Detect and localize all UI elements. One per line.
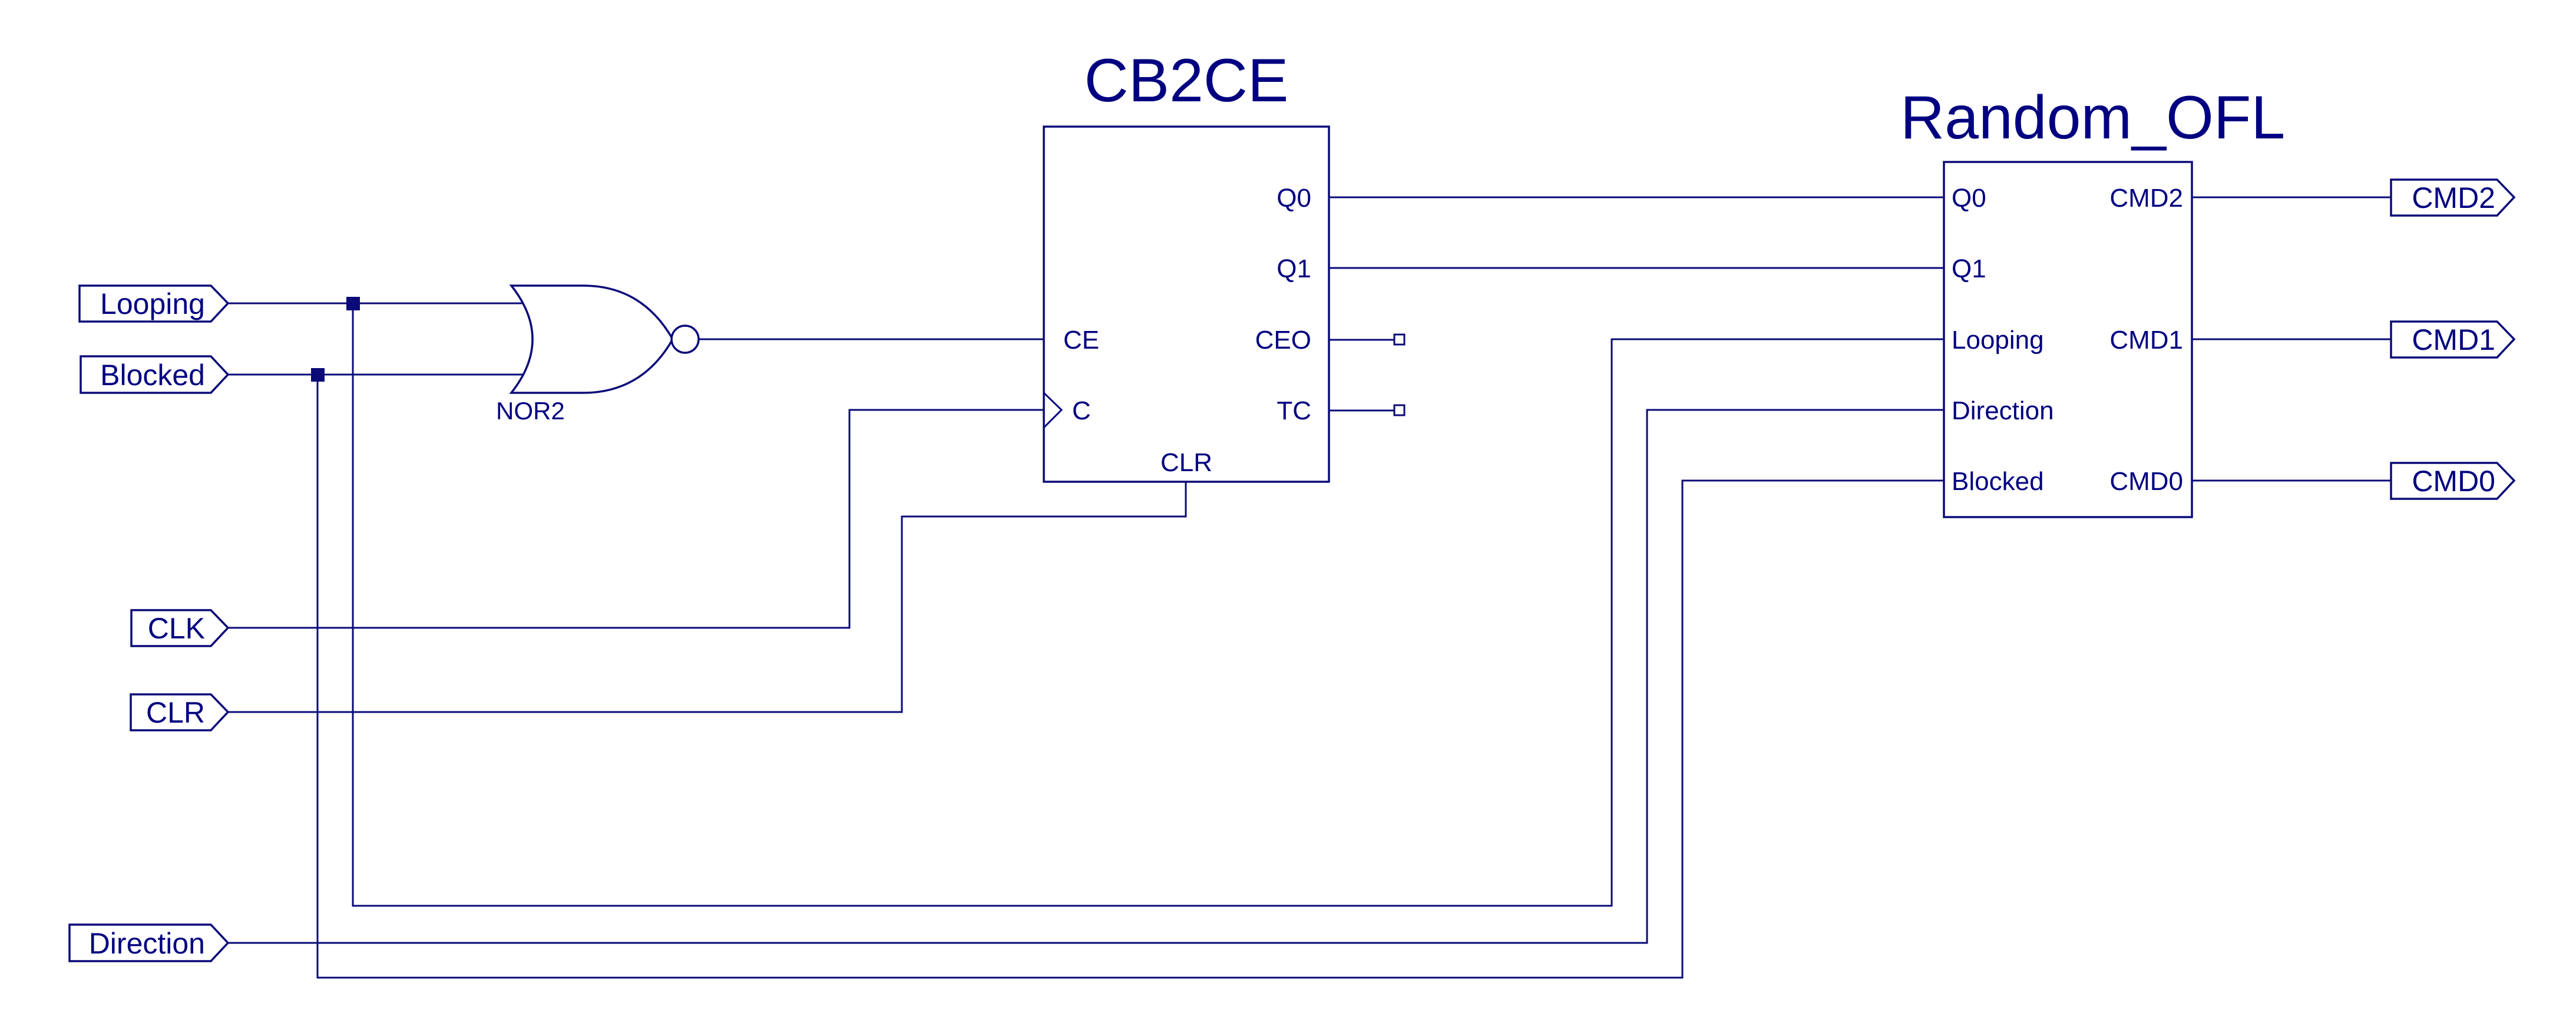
pin-ce: CE bbox=[1063, 326, 1099, 355]
pin-q1: Q1 bbox=[1277, 254, 1311, 283]
pin-q0: Q0 bbox=[1277, 184, 1311, 213]
junction-looping bbox=[346, 297, 360, 310]
nor-gate-body bbox=[509, 284, 674, 394]
pin-looping: Looping bbox=[1952, 326, 2044, 355]
input-port-direction[interactable]: Direction bbox=[68, 923, 230, 962]
random-ofl-block[interactable]: Random_OFL Q0 Q1 Looping Direction Block… bbox=[1900, 84, 2285, 518]
port-label: CMD0 bbox=[2412, 465, 2495, 498]
port-tag-shape bbox=[130, 693, 230, 731]
port-label: CMD2 bbox=[2412, 181, 2495, 214]
wire-blocked-to-random bbox=[316, 375, 1944, 979]
wire-direction bbox=[228, 409, 1944, 944]
tc-unconnected-terminal bbox=[1393, 404, 1406, 416]
input-port-looping[interactable]: Looping bbox=[78, 284, 230, 323]
port-label: CMD1 bbox=[2412, 323, 2495, 356]
port-label: Looping bbox=[100, 287, 205, 320]
input-port-blocked[interactable]: Blocked bbox=[80, 355, 230, 394]
pin-clr: CLR bbox=[1160, 448, 1212, 477]
port-tag-shape bbox=[130, 609, 230, 647]
cb2ce-box bbox=[1043, 125, 1330, 483]
output-port-cmd1[interactable]: CMD1 bbox=[2390, 320, 2516, 359]
random-ofl-box bbox=[1943, 161, 2193, 518]
wire-clk bbox=[228, 409, 1044, 629]
port-tag-shape bbox=[2390, 320, 2516, 359]
input-port-clk[interactable]: CLK bbox=[130, 609, 230, 647]
port-tag-shape bbox=[2390, 462, 2516, 500]
port-tag-shape bbox=[2390, 178, 2516, 217]
nor-gate-label: NOR2 bbox=[496, 397, 565, 425]
pin-cmd2: CMD2 bbox=[2109, 184, 2183, 213]
port-label: CLK bbox=[148, 612, 205, 645]
port-label: Blocked bbox=[100, 359, 205, 392]
pin-direction: Direction bbox=[1952, 396, 2054, 425]
pin-blocked: Blocked bbox=[1952, 467, 2044, 496]
input-port-clr[interactable]: CLR bbox=[130, 693, 230, 731]
pin-tc: TC bbox=[1277, 396, 1311, 425]
cb2ce-title: CB2CE bbox=[1084, 47, 1289, 115]
random-ofl-title: Random_OFL bbox=[1900, 84, 2285, 152]
pin-q1: Q1 bbox=[1952, 254, 1986, 283]
junction-blocked bbox=[311, 368, 325, 382]
output-port-cmd0[interactable]: CMD0 bbox=[2390, 462, 2516, 500]
port-label: Direction bbox=[89, 927, 205, 960]
pin-c: C bbox=[1072, 396, 1091, 425]
port-label: CLR bbox=[146, 696, 205, 729]
wire-looping-to-random bbox=[352, 303, 1944, 907]
port-tag-shape bbox=[78, 284, 230, 323]
nor-inversion-bubble bbox=[670, 325, 700, 354]
pin-cmd0: CMD0 bbox=[2109, 467, 2183, 496]
port-tag-shape bbox=[80, 355, 230, 394]
nor2-gate[interactable]: NOR2 bbox=[496, 284, 700, 425]
cb2ce-counter[interactable]: CB2CE CE C CLR Q0 Q1 CEO TC bbox=[1043, 47, 1330, 483]
pin-cmd1: CMD1 bbox=[2109, 326, 2183, 355]
port-tag-shape bbox=[68, 923, 230, 962]
clock-input-triangle bbox=[1043, 392, 1063, 429]
pin-q0: Q0 bbox=[1952, 184, 1986, 213]
ceo-unconnected-terminal bbox=[1393, 333, 1406, 346]
output-port-cmd2[interactable]: CMD2 bbox=[2390, 178, 2516, 217]
pin-ceo: CEO bbox=[1255, 326, 1311, 355]
wire-clr bbox=[228, 482, 1187, 713]
